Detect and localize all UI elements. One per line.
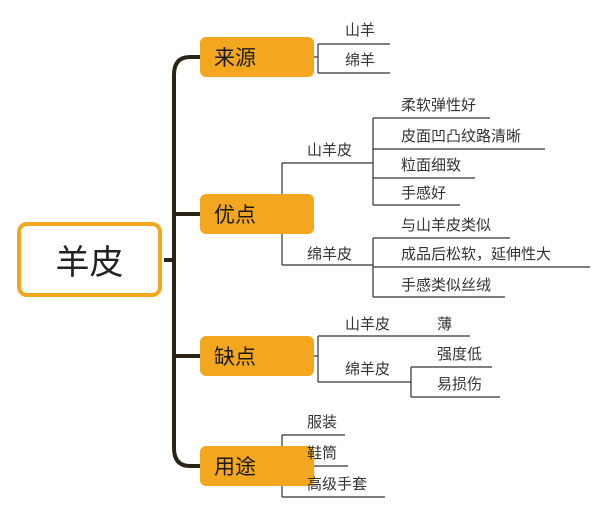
advantages-goat-item: 柔软弹性好 [401,96,477,114]
source-item-sheep: 绵羊 [345,51,376,69]
disadvantages-sheep-item: 易损伤 [437,375,483,393]
uses-item: 服装 [307,413,338,431]
advantages-sheep-item: 手感类似丝绒 [401,276,492,294]
disadvantages-sheep-item: 强度低 [437,345,483,363]
uses-item: 鞋筒 [307,444,338,462]
disadvantages-goat-label: 山羊皮 [345,315,391,333]
advantages-goat-label: 山羊皮 [307,141,353,159]
source-lines [314,43,390,74]
category-disadvantages: 缺点 [200,336,314,376]
advantages-sheep-item: 与山羊皮类似 [401,216,492,234]
trunk-line [164,55,200,468]
advantages-goat-lines [362,117,545,206]
advantages-goat-item: 手感好 [401,184,447,202]
advantages-goat-item: 粒面细致 [401,156,462,174]
source-item-goat: 山羊 [345,21,376,39]
disadvantages-goat-item: 薄 [437,315,453,333]
disadvantages-sheep-lines [408,366,500,398]
advantages-sheep-label: 绵羊皮 [307,245,353,263]
root-node: 羊皮 [17,222,162,297]
uses-item: 高级手套 [307,475,368,493]
category-source: 来源 [200,37,314,77]
advantages-sheep-item: 成品后松软，延伸性大 [401,245,552,263]
category-advantages: 优点 [200,194,314,234]
advantages-sheep-lines [362,237,590,298]
advantages-goat-item: 皮面凹凸纹路清晰 [401,127,522,145]
disadvantages-lines [314,335,470,383]
disadvantages-sheep-label: 绵羊皮 [345,360,391,378]
category-uses: 用途 [200,446,314,486]
